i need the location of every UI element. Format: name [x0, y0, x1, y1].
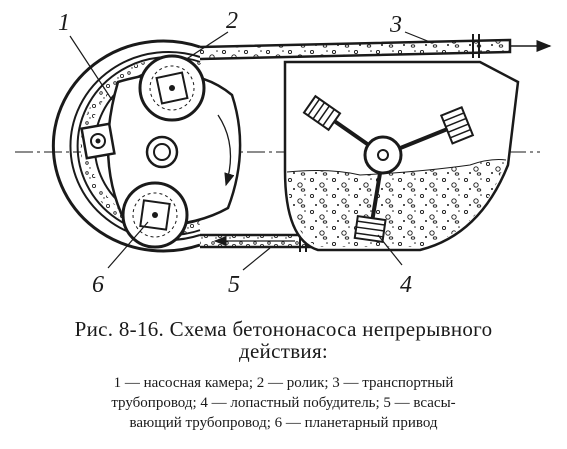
roller-top — [138, 54, 206, 122]
transport-pipeline — [199, 34, 552, 61]
label-5: 5 — [228, 272, 240, 298]
leader-6 — [107, 221, 149, 269]
caption-legend-line-3: вающий трубопровод; 6 — планетарный прив… — [129, 415, 438, 431]
leader-4 — [377, 234, 403, 266]
figure-caption-legend: 1 — насосная камера; 2 — ролик; 3 — тран… — [0, 373, 567, 433]
label-4: 4 — [400, 272, 412, 298]
hopper-concrete — [287, 159, 506, 247]
caption-legend-line-2: трубопровод; 4 — лопастный побудитель; 5… — [111, 395, 456, 411]
label-2: 2 — [226, 8, 238, 34]
label-1: 1 — [58, 10, 70, 36]
leader-1 — [69, 35, 113, 101]
caption-title-line-1: Рис. 8-16. Схема бетононасоса непрерывно… — [74, 317, 493, 341]
label-3: 3 — [389, 12, 402, 38]
roller-bottom — [121, 181, 189, 249]
left-pivot — [80, 122, 116, 160]
leader-5 — [242, 247, 271, 271]
rotation-arrow — [217, 114, 235, 187]
figure-caption-title: Рис. 8-16. Схема бетононасоса непрерывно… — [0, 318, 567, 362]
label-6: 6 — [92, 272, 104, 298]
caption-title-line-2: действия: — [238, 339, 329, 363]
leader-3 — [404, 31, 431, 43]
leader-2 — [184, 31, 229, 61]
caption-legend-line-1: 1 — насосная камера; 2 — ролик; 3 — тран… — [113, 375, 454, 391]
